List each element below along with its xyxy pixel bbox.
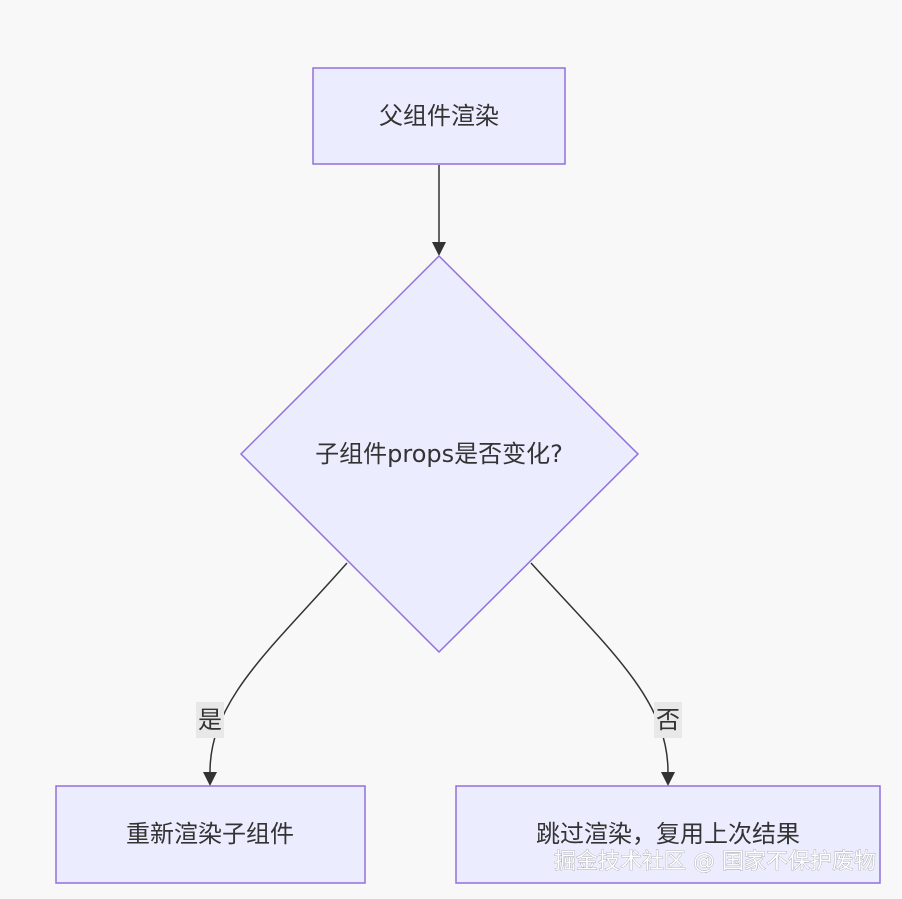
node-props-changed-label: 子组件props是否变化? xyxy=(315,440,563,468)
arrowhead-icon xyxy=(661,772,675,786)
node-skip-render-label: 跳过渲染，复用上次结果 xyxy=(536,820,800,848)
node-parent-render: 父组件渲染 xyxy=(312,67,566,165)
arrowhead-icon xyxy=(203,772,217,786)
watermark-text: 掘金技术社区 @ 国家不保护废物 xyxy=(554,850,876,875)
node-parent-render-label: 父组件渲染 xyxy=(379,102,499,130)
node-props-changed-decision: 子组件props是否变化? xyxy=(239,254,640,654)
edge-label-no-text: 否 xyxy=(656,706,680,734)
edge-label-no: 否 xyxy=(654,702,682,738)
edge-parent-to-decision xyxy=(432,165,446,256)
node-rerender-child: 重新渲染子组件 xyxy=(55,785,366,884)
node-skip-render: 跳过渲染，复用上次结果 xyxy=(455,785,881,884)
edge-decision-to-rerender xyxy=(203,562,348,786)
node-rerender-child-label: 重新渲染子组件 xyxy=(126,820,294,848)
edge-decision-to-skip xyxy=(530,562,675,786)
edge-label-yes: 是 xyxy=(196,702,224,738)
arrowhead-icon xyxy=(432,242,446,256)
edge-label-yes-text: 是 xyxy=(198,706,222,734)
